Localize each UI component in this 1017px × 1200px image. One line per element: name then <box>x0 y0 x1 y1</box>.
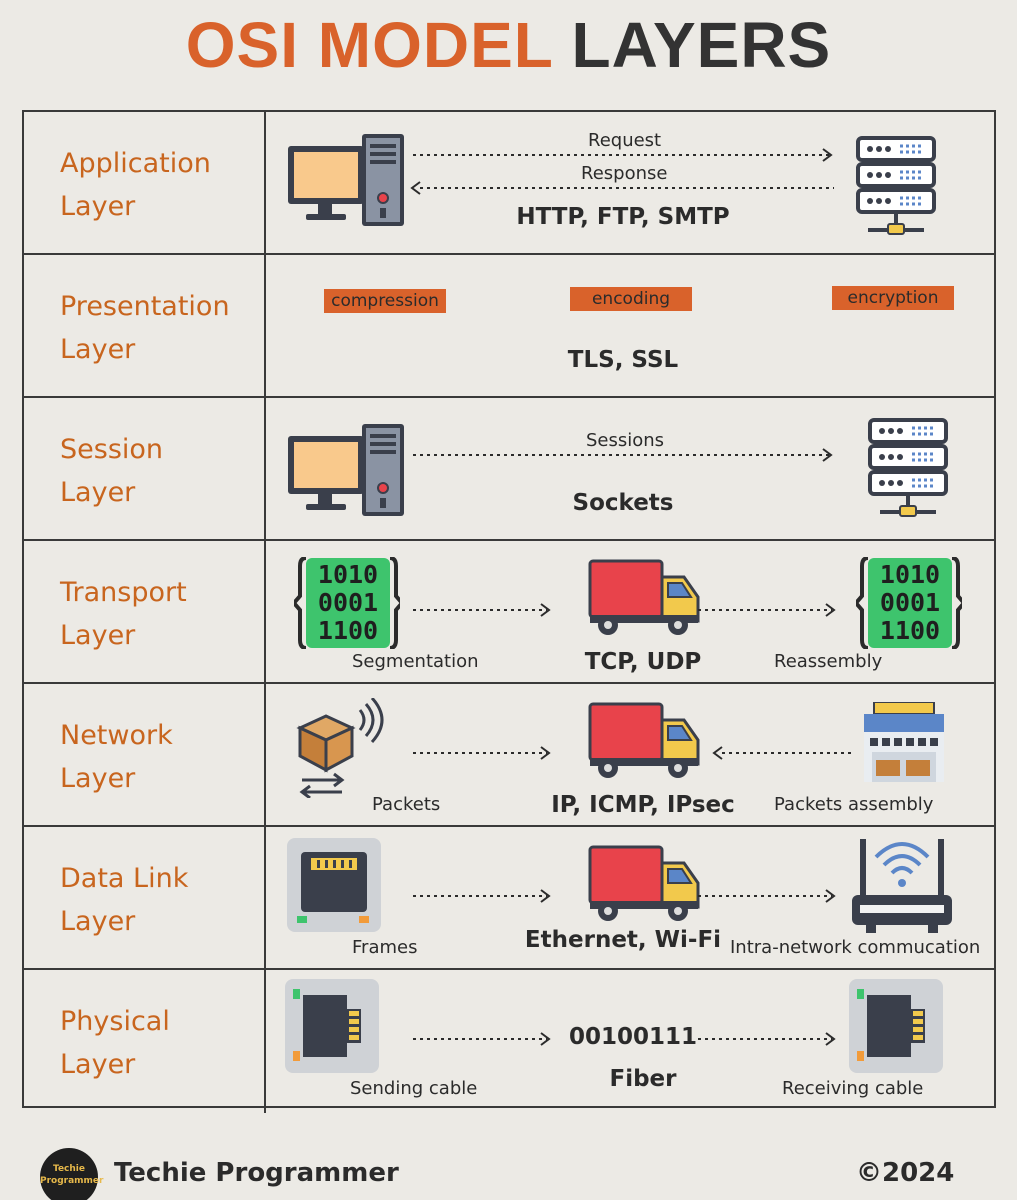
response-label: Response <box>581 163 668 184</box>
page-title: OSI MODEL LAYERS <box>0 8 1017 82</box>
sessions-arrow <box>413 448 833 462</box>
frames-arrow <box>413 889 551 903</box>
application-protocols: HTTP, FTP, SMTP <box>516 204 730 230</box>
wifi-router-icon <box>852 839 952 933</box>
intra-network-label: Intra-network commucation <box>730 937 981 958</box>
session-protocols: Sockets <box>572 490 674 516</box>
title-part-2: LAYERS <box>571 9 832 81</box>
sending-cable-port-icon <box>285 979 379 1073</box>
physical-bits: 00100111 <box>568 1024 698 1050</box>
package-icon <box>296 698 384 798</box>
compression-chip: compression <box>324 289 446 313</box>
sessions-label: Sessions <box>586 430 665 451</box>
segmentation-label: Segmentation <box>352 651 479 672</box>
receiving-cable-port-icon <box>849 979 943 1073</box>
receiving-arrow <box>698 1032 836 1046</box>
sending-cable-label: Sending cable <box>350 1078 478 1099</box>
packets-assembly-label: Packets assembly <box>774 794 934 815</box>
physical-protocols: Fiber <box>609 1066 677 1092</box>
encryption-chip: encryption <box>832 286 954 310</box>
response-arrow <box>410 181 834 195</box>
packets-label: Packets <box>372 794 441 815</box>
warehouse-icon <box>864 702 944 782</box>
ethernet-port-icon <box>287 838 381 932</box>
server-icon <box>856 136 936 236</box>
reassembly-arrow <box>698 603 836 617</box>
presentation-protocols: TLS, SSL <box>567 347 679 373</box>
copyright: ©2024 <box>856 1158 955 1188</box>
computer-icon <box>287 424 405 517</box>
title-part-1: OSI MODEL <box>185 9 553 81</box>
transport-protocols: TCP, UDP <box>584 649 702 675</box>
brand-name: Techie Programmer <box>114 1158 399 1188</box>
server-icon <box>868 418 948 518</box>
truck-icon <box>588 845 700 923</box>
truck-icon <box>588 702 700 780</box>
packets-arrow <box>413 746 551 760</box>
encoding-chip: encoding <box>570 287 692 311</box>
intra-network-arrow <box>698 889 836 903</box>
request-label: Request <box>588 130 662 151</box>
reassembly-label: Reassembly <box>774 651 883 672</box>
receiving-cable-label: Receiving cable <box>782 1078 924 1099</box>
truck-icon <box>588 559 700 637</box>
frames-label: Frames <box>352 937 418 958</box>
network-protocols: IP, ICMP, IPsec <box>551 792 735 818</box>
data-link-protocols: Ethernet, Wi-Fi <box>524 927 722 953</box>
segmentation-arrow <box>413 603 551 617</box>
sending-arrow <box>413 1032 551 1046</box>
computer-icon <box>287 134 405 227</box>
packets-assembly-arrow <box>712 746 852 760</box>
request-arrow <box>413 148 833 162</box>
